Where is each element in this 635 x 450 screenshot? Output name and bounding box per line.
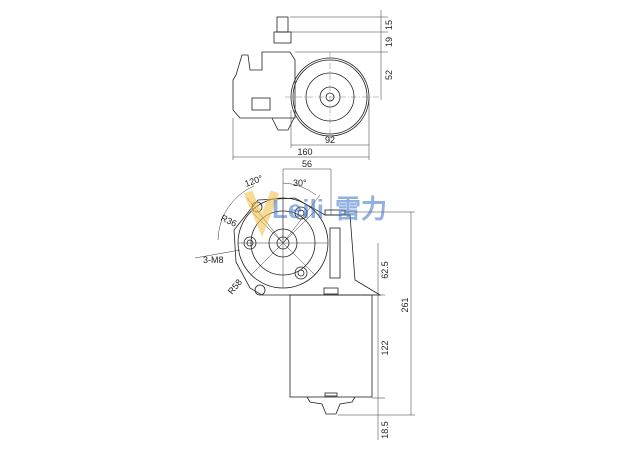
dim-19: 19 bbox=[384, 37, 394, 47]
label-3-m8: 3-M8 bbox=[203, 255, 224, 265]
end-cap bbox=[306, 396, 356, 415]
motor-body bbox=[289, 294, 373, 398]
label-r36: R36 bbox=[219, 213, 238, 229]
gearbox-housing bbox=[232, 51, 296, 119]
dim-160: 160 bbox=[297, 147, 312, 157]
dim-92: 92 bbox=[325, 135, 335, 145]
svg-text:雷力: 雷力 bbox=[335, 194, 387, 224]
svg-text:Leili: Leili bbox=[272, 194, 324, 224]
dim-56: 56 bbox=[302, 159, 312, 169]
angle-120: 120° bbox=[243, 173, 264, 189]
output-shaft bbox=[276, 16, 289, 33]
dim-18-5: 18.5 bbox=[380, 421, 390, 439]
top-view: 15 19 52 92 160 56 bbox=[232, 10, 394, 170]
angle-30: 30° bbox=[293, 178, 307, 188]
dim-122: 122 bbox=[380, 340, 390, 355]
label-r58: R58 bbox=[226, 277, 244, 296]
dim-52: 52 bbox=[384, 70, 394, 80]
leili-logo: Leili 雷力 bbox=[243, 190, 387, 237]
shaft-collar bbox=[273, 31, 292, 44]
dim-15: 15 bbox=[384, 20, 394, 30]
dim-261: 261 bbox=[400, 297, 410, 312]
dim-62-5: 62.5 bbox=[380, 261, 390, 279]
